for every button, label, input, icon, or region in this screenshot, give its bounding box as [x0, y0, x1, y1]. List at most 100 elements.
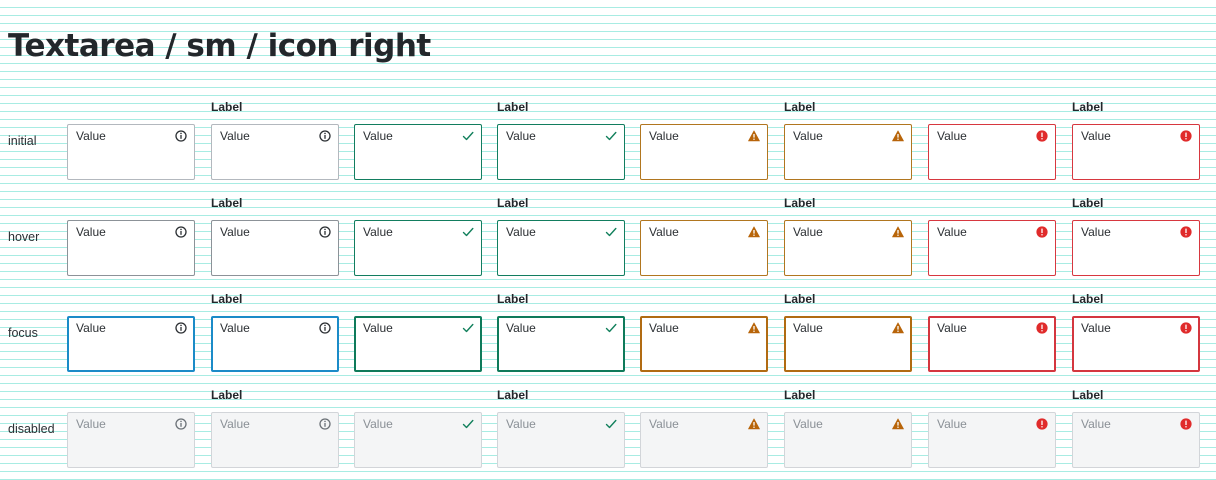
textarea-field-success: Value [354, 100, 482, 180]
textarea-input[interactable]: Value [211, 220, 339, 276]
field-label: Label [1072, 196, 1104, 210]
textarea-input[interactable]: Value [354, 316, 482, 372]
warning-triangle-icon [748, 418, 760, 430]
checkmark-icon [462, 418, 474, 430]
field-label: Label [497, 388, 529, 402]
textarea-value: Value [220, 225, 250, 239]
textarea-input[interactable]: Value [354, 220, 482, 276]
textarea-input[interactable]: Value [497, 316, 625, 372]
textarea-input[interactable]: Value [67, 316, 195, 372]
warning-triangle-icon [748, 226, 760, 238]
textarea-value: Value [937, 129, 967, 143]
checkmark-icon [605, 226, 617, 238]
textarea-input: Value [67, 412, 195, 468]
textarea-input: Value [784, 412, 912, 468]
info-icon [319, 226, 331, 238]
textarea-input[interactable]: Value [928, 220, 1056, 276]
textarea-value: Value [793, 417, 823, 431]
textarea-input[interactable]: Value [497, 220, 625, 276]
textarea-value: Value [506, 321, 536, 335]
state-label: focus [8, 326, 38, 340]
textarea-value: Value [937, 225, 967, 239]
textarea-input[interactable]: Value [928, 316, 1056, 372]
textarea-input[interactable]: Value [784, 124, 912, 180]
textarea-value: Value [76, 417, 106, 431]
textarea-field-danger: Value [928, 388, 1056, 468]
error-circle-icon [1180, 130, 1192, 142]
error-circle-icon [1180, 226, 1192, 238]
textarea-value: Value [793, 321, 823, 335]
textarea-input[interactable]: Value [784, 220, 912, 276]
field-label: Label [211, 292, 243, 306]
field-label: Label [497, 196, 529, 210]
textarea-input[interactable]: Value [784, 316, 912, 372]
textarea-input[interactable]: Value [497, 124, 625, 180]
textarea-value: Value [1081, 129, 1111, 143]
error-circle-icon [1180, 418, 1192, 430]
warning-triangle-icon [892, 418, 904, 430]
textarea-value: Value [1081, 321, 1111, 335]
textarea-value: Value [76, 225, 106, 239]
textarea-value: Value [506, 417, 536, 431]
page-title: Textarea / sm / icon right [8, 28, 431, 64]
checkmark-icon [605, 130, 617, 142]
textarea-input[interactable]: Value [67, 124, 195, 180]
textarea-input[interactable]: Value [1072, 316, 1200, 372]
textarea-input[interactable]: Value [640, 124, 768, 180]
textarea-value: Value [793, 225, 823, 239]
textarea-input: Value [640, 412, 768, 468]
textarea-input[interactable]: Value [1072, 220, 1200, 276]
warning-triangle-icon [748, 130, 760, 142]
textarea-field-success: Value [354, 388, 482, 468]
info-icon [175, 130, 187, 142]
field-label: Label [1072, 100, 1104, 114]
textarea-value: Value [649, 129, 679, 143]
field-label: Label [1072, 388, 1104, 402]
warning-triangle-icon [892, 322, 904, 334]
field-label: Label [784, 292, 816, 306]
textarea-input[interactable]: Value [354, 124, 482, 180]
warning-triangle-icon [748, 322, 760, 334]
textarea-input[interactable]: Value [67, 220, 195, 276]
textarea-value: Value [649, 321, 679, 335]
textarea-input[interactable]: Value [211, 124, 339, 180]
info-icon [319, 130, 331, 142]
textarea-input: Value [928, 412, 1056, 468]
info-icon [319, 322, 331, 334]
textarea-input[interactable]: Value [928, 124, 1056, 180]
textarea-value: Value [76, 321, 106, 335]
checkmark-icon [462, 322, 474, 334]
textarea-input[interactable]: Value [1072, 124, 1200, 180]
checkmark-icon [462, 130, 474, 142]
textarea-field-danger: Value [928, 196, 1056, 276]
textarea-input[interactable]: Value [640, 220, 768, 276]
textarea-value: Value [1081, 225, 1111, 239]
textarea-value: Value [220, 129, 250, 143]
error-circle-icon [1036, 418, 1048, 430]
textarea-field-warning: Value [640, 100, 768, 180]
textarea-field-success: Value [354, 292, 482, 372]
textarea-input[interactable]: Value [640, 316, 768, 372]
checkmark-icon [605, 322, 617, 334]
error-circle-icon [1180, 322, 1192, 334]
textarea-field-warning: Value [640, 196, 768, 276]
error-circle-icon [1036, 130, 1048, 142]
field-label: Label [497, 100, 529, 114]
textarea-value: Value [363, 321, 393, 335]
textarea-input[interactable]: Value [211, 316, 339, 372]
warning-triangle-icon [892, 130, 904, 142]
field-label: Label [784, 388, 816, 402]
